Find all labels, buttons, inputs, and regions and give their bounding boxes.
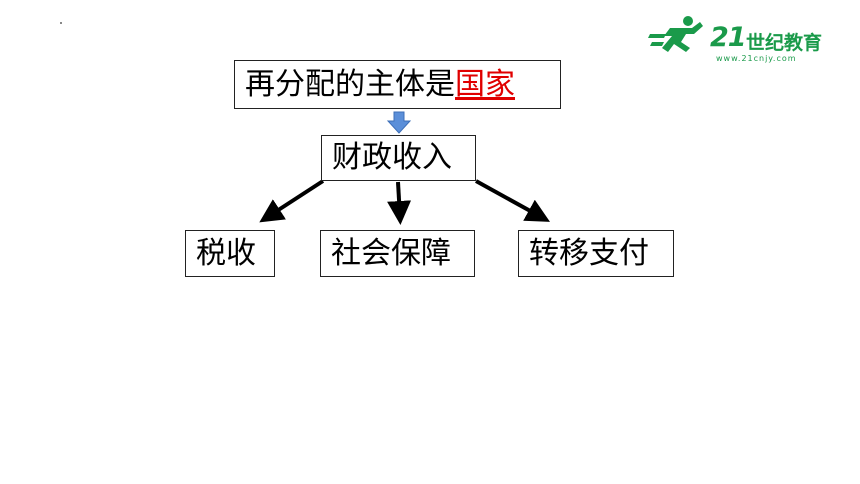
child-node-label: 社会保障 <box>331 235 451 271</box>
child-node-label: 税收 <box>196 235 256 271</box>
down-arrow-icon <box>386 111 412 134</box>
brand-logo: 21 世纪教育 www.21cnjy.com <box>648 14 848 64</box>
decorative-dot <box>60 22 62 24</box>
root-node-answer: 国家 <box>455 66 515 102</box>
logo-url: www.21cnjy.com <box>716 54 797 63</box>
child-node-transfer-payment: 转移支付 <box>518 230 674 277</box>
arrow-to-social <box>387 181 412 225</box>
logo-number: 21 <box>710 22 747 53</box>
arrow-to-tax <box>259 179 325 223</box>
child-node-tax: 税收 <box>185 230 275 277</box>
arrow-to-transfer <box>475 179 551 222</box>
root-node: 再分配的主体是国家 <box>234 60 561 109</box>
logo-name: 世纪教育 <box>746 32 823 54</box>
child-node-social-security: 社会保障 <box>320 230 475 277</box>
child-node-label: 转移支付 <box>529 235 649 271</box>
middle-node: 财政收入 <box>321 135 476 181</box>
middle-node-label: 财政收入 <box>332 140 452 175</box>
root-node-prefix: 再分配的主体是 <box>245 66 455 102</box>
runner-icon <box>648 16 703 52</box>
